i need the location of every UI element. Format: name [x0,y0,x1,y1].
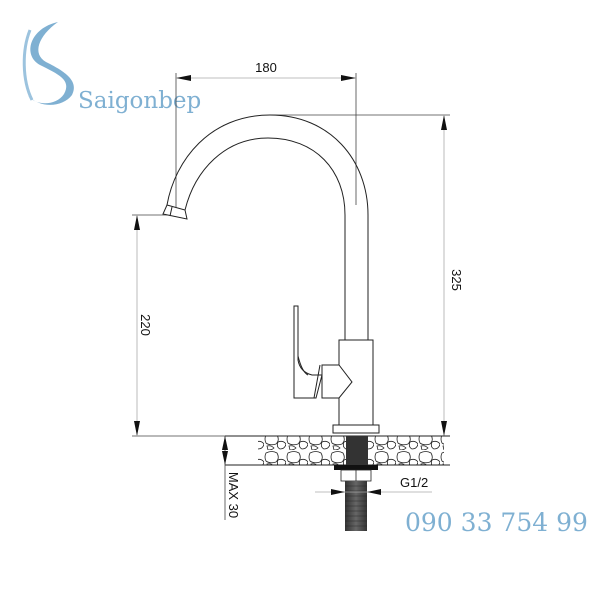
brand-name: Saigonbep [78,88,201,114]
total-height-label: 325 [449,269,464,291]
faucet-body [162,114,380,434]
countertop-section [225,435,450,466]
dimension-counter-thickness: MAX 30 [222,436,241,520]
dimension-spout-reach: 180 [175,60,357,215]
dimension-spout-height: 220 [132,214,260,437]
spout-height-label: 220 [138,314,153,336]
reach-label: 180 [255,60,277,75]
dimension-total-height: 325 [270,114,464,436]
phone-number: 090 33 754 99 [405,508,588,537]
brand-logo: Saigonbep [22,22,201,114]
max-thickness-label: MAX 30 [226,472,241,518]
thread-label: G1/2 [400,475,428,490]
mounting-hardware [334,465,378,531]
logo-s-icon [28,22,74,105]
dimension-thread: G1/2 [315,475,432,495]
